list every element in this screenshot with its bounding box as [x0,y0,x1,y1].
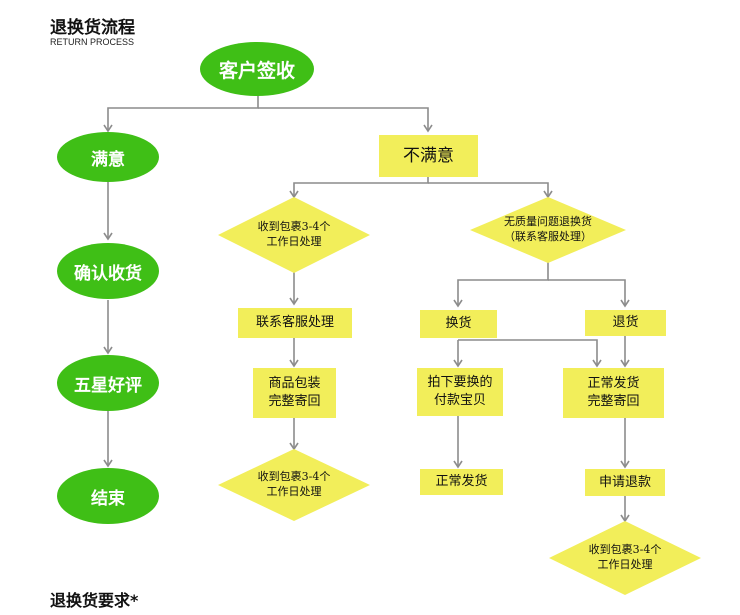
node-apply-refund: 申请退款 [585,469,665,496]
connector-noquality-return [548,279,630,308]
node-contact-service: 联系客服处理 [238,308,352,338]
connector-sign-satisfied [103,93,259,133]
page-title: 退换货流程 [50,18,135,38]
node-five-star: 五星好评 [57,355,159,411]
node-customer-sign: 客户签收 [200,42,314,96]
node-normal-ship: 正常发货 [420,469,503,495]
diamond-no-quality [470,197,626,263]
diamond-receive-pkg-2 [218,449,370,521]
page-subtitle: RETURN PROCESS [50,37,135,47]
connector-exchange-normalship [458,339,602,368]
diamond-receive-pkg-3 [549,521,701,595]
label-no-quality: 无质量问题退换货 （联系客服处理） [504,215,592,243]
node-return: 退货 [585,310,666,336]
node-exchange: 换货 [420,310,497,338]
label-receive-pkg-1: 收到包裹3-4个 工作日处理 [257,220,331,248]
node-order-exchange: 拍下要换的 付款宝贝 [417,368,503,416]
label-receive-pkg-2: 收到包裹3-4个 工作日处理 [257,470,331,498]
diamond-receive-pkg-1 [218,197,370,273]
connector-noquality-exchange [453,262,549,308]
node-pack-return: 商品包装 完整寄回 [253,368,336,418]
connector-unsatisfied-receive [289,177,429,199]
node-normal-ship-return: 正常发货 完整寄回 [563,368,664,418]
connector-sign-unsatisfied [258,107,433,133]
connector-unsatisfied-noquality [428,182,553,199]
node-satisfied: 满意 [57,132,159,182]
node-unsatisfied: 不满意 [379,135,478,177]
label-receive-pkg-3: 收到包裹3-4个 工作日处理 [588,543,662,571]
node-confirm-receipt: 确认收货 [57,243,159,299]
footer-requirements-title: 退换货要求* [50,591,139,610]
node-end: 结束 [57,468,159,524]
